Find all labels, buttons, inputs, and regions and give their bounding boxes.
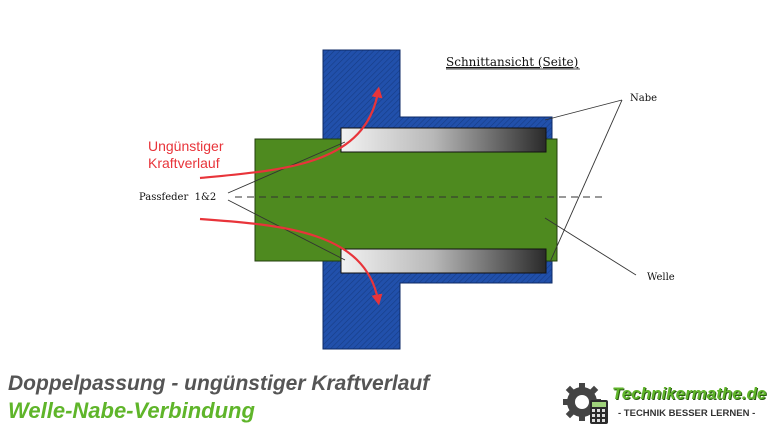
force-label-line1: Ungünstiger: [148, 138, 224, 154]
hub-label: Nabe: [630, 93, 657, 104]
footer-title: Doppelpassung - ungünstiger Kraftverlauf: [8, 372, 430, 395]
footer-subtitle: Welle-Nabe-Verbindung: [8, 398, 255, 423]
hub-lower: [322, 260, 553, 350]
keys-label: Passfeder 1&2: [139, 192, 216, 203]
key-upper: [340, 127, 547, 153]
force-label-line2: Kraftverlauf: [148, 155, 220, 171]
logo-name: Technikermathe.de: [612, 384, 767, 403]
logo-tagline: - TECHNIK BESSER LERNEN -: [618, 408, 756, 419]
key-lower: [340, 248, 547, 274]
shaft-label: Welle: [647, 272, 675, 283]
gear-calculator-icon: [563, 383, 608, 424]
leader-lines: [227, 99, 637, 276]
force-arrow-upper: [199, 86, 383, 180]
view-title: Schnittansicht (Seite): [446, 55, 578, 69]
brand-logo[interactable]: Technikermathe.de - TECHNIK BESSER LERNE…: [560, 380, 767, 428]
force-arrow-lower: [199, 217, 383, 306]
shaft: [254, 138, 558, 262]
